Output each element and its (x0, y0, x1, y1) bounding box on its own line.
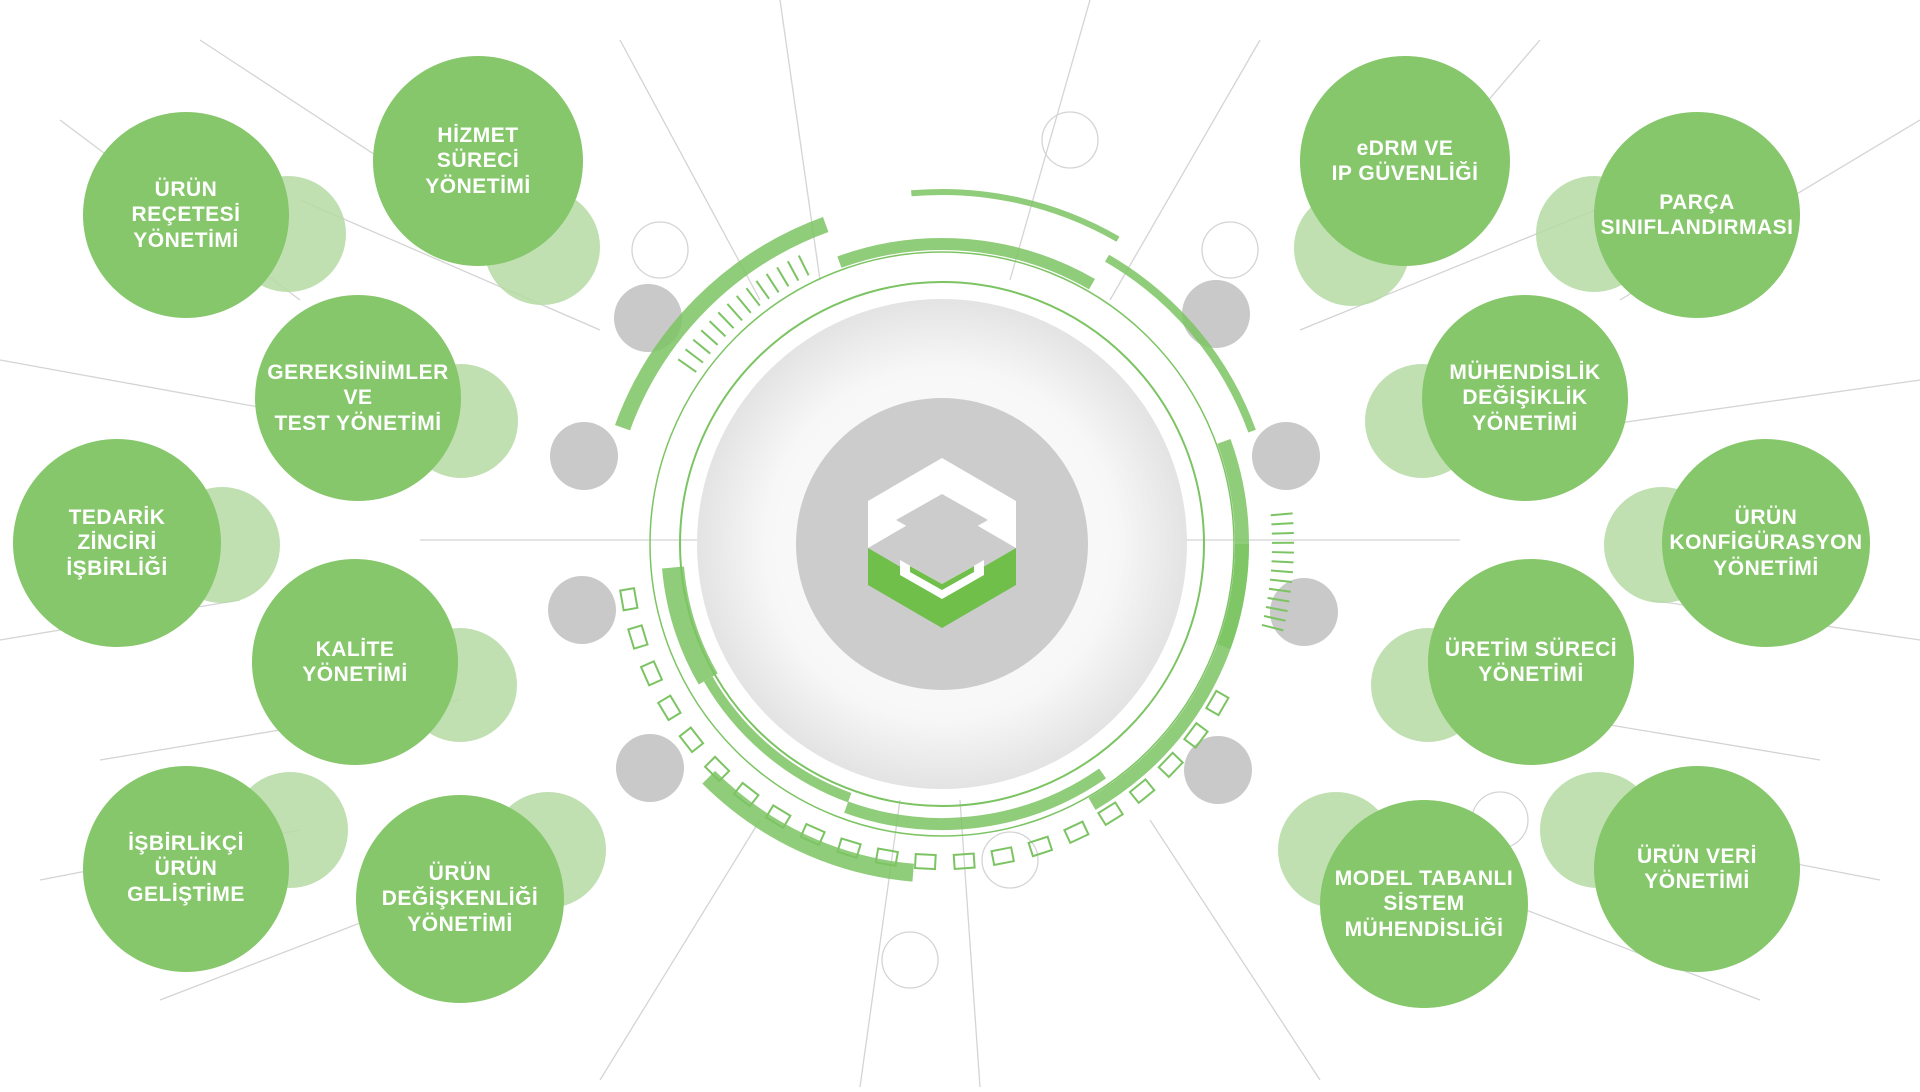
node-urun-recetesi[interactable]: ÜRÜNREÇETESİYÖNETİMİ (83, 112, 289, 318)
node-uretim-sureci[interactable]: ÜRETİM SÜRECİYÖNETİMİ (1428, 559, 1634, 765)
node-label: ÜRETİM SÜRECİYÖNETİMİ (1431, 637, 1631, 687)
node-label: TEDARİKZİNCİRİİŞBİRLİĞİ (52, 505, 181, 581)
node-label: KALİTEYÖNETİMİ (288, 637, 422, 687)
node-tedarik-zinciri[interactable]: TEDARİKZİNCİRİİŞBİRLİĞİ (13, 439, 221, 647)
node-kalite[interactable]: KALİTEYÖNETİMİ (252, 559, 458, 765)
node-label: ÜRÜNDEĞİŞKENLİĞİYÖNETİMİ (368, 861, 553, 937)
node-label: ÜRÜNREÇETESİYÖNETİMİ (117, 177, 254, 253)
node-label: İŞBİRLİKÇİÜRÜN GELİŞTİME (83, 831, 289, 907)
node-parca[interactable]: PARÇASINIFLANDIRMASI (1594, 112, 1800, 318)
node-label: MODEL TABANLISİSTEMMÜHENDİSLİĞİ (1321, 866, 1527, 942)
node-label: ÜRÜNKONFİGÜRASYONYÖNETİMİ (1655, 505, 1876, 581)
node-urun-veri[interactable]: ÜRÜN VERİYÖNETİMİ (1594, 766, 1800, 972)
node-label: GEREKSİNİMLERVETEST YÖNETİMİ (253, 360, 463, 436)
node-urun-degiskenligi[interactable]: ÜRÜNDEĞİŞKENLİĞİYÖNETİMİ (356, 795, 564, 1003)
node-isbirlikci[interactable]: İŞBİRLİKÇİÜRÜN GELİŞTİME (83, 766, 289, 972)
node-model-tabanli[interactable]: MODEL TABANLISİSTEMMÜHENDİSLİĞİ (1320, 800, 1528, 1008)
node-label: eDRM VEIP GÜVENLİĞİ (1318, 136, 1493, 186)
node-hizmet-sureci[interactable]: HİZMETSÜRECİYÖNETİMİ (373, 56, 583, 266)
node-urun-konfigurasyon[interactable]: ÜRÜNKONFİGÜRASYONYÖNETİMİ (1662, 439, 1870, 647)
node-edrm[interactable]: eDRM VEIP GÜVENLİĞİ (1300, 56, 1510, 266)
node-label: HİZMETSÜRECİYÖNETİMİ (411, 123, 545, 199)
node-muhendislik[interactable]: MÜHENDİSLİKDEĞİŞİKLİKYÖNETİMİ (1422, 295, 1628, 501)
node-label: MÜHENDİSLİKDEĞİŞİKLİKYÖNETİMİ (1435, 360, 1614, 436)
node-label: ÜRÜN VERİYÖNETİMİ (1623, 844, 1771, 894)
node-gereksinimler[interactable]: GEREKSİNİMLERVETEST YÖNETİMİ (255, 295, 461, 501)
node-label: PARÇASINIFLANDIRMASI (1587, 190, 1808, 240)
